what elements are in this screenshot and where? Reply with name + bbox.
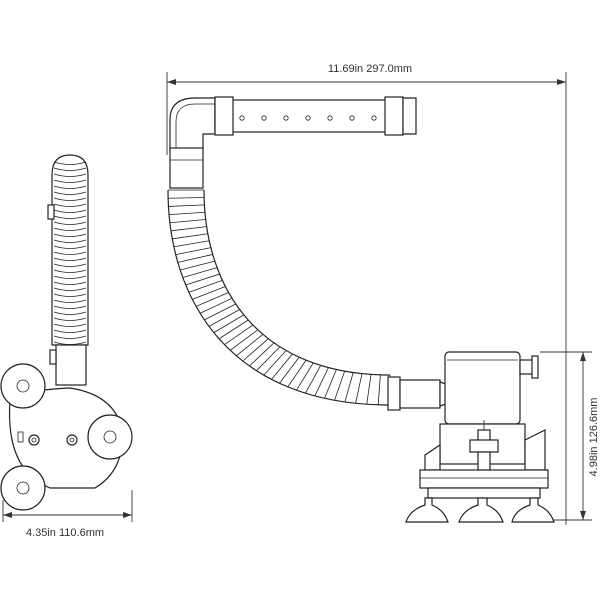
hose-rib xyxy=(204,303,236,321)
coil-rib xyxy=(53,323,87,327)
coil-rib xyxy=(53,269,87,273)
front-suction-cups xyxy=(0,363,133,511)
coil-rib xyxy=(53,227,87,231)
hose-rib xyxy=(249,342,275,367)
width-dimension-label: 11.69in 297.0mm xyxy=(328,63,412,75)
coiled-hose xyxy=(51,154,89,346)
hose-rib xyxy=(377,374,381,405)
coil-rib xyxy=(53,167,87,171)
coil-rib xyxy=(53,275,87,279)
elbow-fitting xyxy=(169,97,216,151)
front-view xyxy=(0,154,133,511)
coil-rib xyxy=(53,299,87,303)
spray-hole xyxy=(283,115,289,121)
base-dimension: 4.35in 110.6mm xyxy=(2,490,133,539)
hose-rib xyxy=(177,254,213,263)
hose-rib xyxy=(355,373,363,404)
coil-rib xyxy=(53,191,87,195)
height-dimension-label: 4.98in 126.6mm xyxy=(588,398,600,477)
coil-rib xyxy=(53,203,87,207)
coil-rib xyxy=(53,185,87,189)
hose-rib xyxy=(175,247,211,255)
hose-rib xyxy=(168,197,205,199)
coil-rib xyxy=(53,233,87,237)
coil-rib xyxy=(53,251,87,255)
coil-rib xyxy=(53,335,87,339)
hose-rib xyxy=(185,273,220,286)
hose-rib xyxy=(366,374,372,405)
hose-rib xyxy=(271,353,293,380)
hose-rib xyxy=(334,371,346,401)
hose-rib xyxy=(169,219,206,224)
side-view xyxy=(167,96,555,523)
spray-hole xyxy=(371,115,377,121)
hose-rib xyxy=(172,233,208,240)
coil-rib xyxy=(53,197,87,201)
hose-rib xyxy=(287,359,307,388)
base-dimension-label: 4.35in 110.6mm xyxy=(26,527,104,539)
hose-connector xyxy=(169,147,204,189)
spray-hole xyxy=(349,115,355,121)
coil-rib xyxy=(53,311,87,315)
corrugated-hose xyxy=(167,189,391,406)
hose-rib xyxy=(173,240,210,248)
hose-rib xyxy=(242,338,269,362)
hose-rib xyxy=(324,369,337,399)
hose-rib xyxy=(192,286,226,300)
coil-rib xyxy=(53,179,87,183)
hose-rib xyxy=(256,346,281,371)
suction-cups xyxy=(405,497,555,523)
spray-hole xyxy=(261,115,267,121)
coil-rib xyxy=(53,305,87,309)
hose-rib xyxy=(263,350,287,376)
hose-rib xyxy=(305,365,322,394)
hose-rib xyxy=(314,367,329,397)
pump-body xyxy=(419,351,549,499)
coil-rib xyxy=(53,221,87,225)
hose-rib xyxy=(224,324,254,345)
hose-rib xyxy=(195,292,229,307)
coil-rib xyxy=(53,293,87,297)
hose-rib xyxy=(208,309,240,327)
hose-rib xyxy=(218,319,249,340)
coil-rib xyxy=(53,209,87,213)
hose-rib xyxy=(279,356,300,384)
hose-rib xyxy=(296,362,314,391)
hose-rib xyxy=(199,297,233,314)
hose-rib xyxy=(236,334,264,357)
coil-rib xyxy=(53,245,87,249)
hose-rib xyxy=(213,314,245,333)
hose-rib xyxy=(188,279,223,293)
hose-end-fitting xyxy=(387,376,401,411)
hose-rib xyxy=(180,260,215,271)
hose-rib xyxy=(170,226,207,232)
spray-hole xyxy=(327,115,333,121)
coil-rib xyxy=(53,161,87,165)
coil-rib xyxy=(53,263,87,267)
coil-rib xyxy=(53,287,87,291)
coil-rib xyxy=(53,329,87,333)
spray-hole xyxy=(239,115,245,121)
hose-rib xyxy=(169,211,205,216)
front-connector xyxy=(55,344,87,386)
coil-rib xyxy=(53,173,87,177)
hose-rib xyxy=(182,267,218,278)
coil-rib xyxy=(53,257,87,261)
coil-rib xyxy=(53,281,87,285)
coil-rib xyxy=(53,215,87,219)
coil-rib xyxy=(53,239,87,243)
hose-rib xyxy=(230,329,259,351)
spray-hole xyxy=(305,115,311,121)
hose-rib xyxy=(168,204,205,207)
height-dimension: 4.98in 126.6mm xyxy=(540,351,600,521)
spray-holes xyxy=(239,115,377,121)
width-dimension: 11.69in 297.0mm xyxy=(166,63,567,525)
coil-rib xyxy=(53,317,87,321)
hose-rib xyxy=(344,372,354,403)
